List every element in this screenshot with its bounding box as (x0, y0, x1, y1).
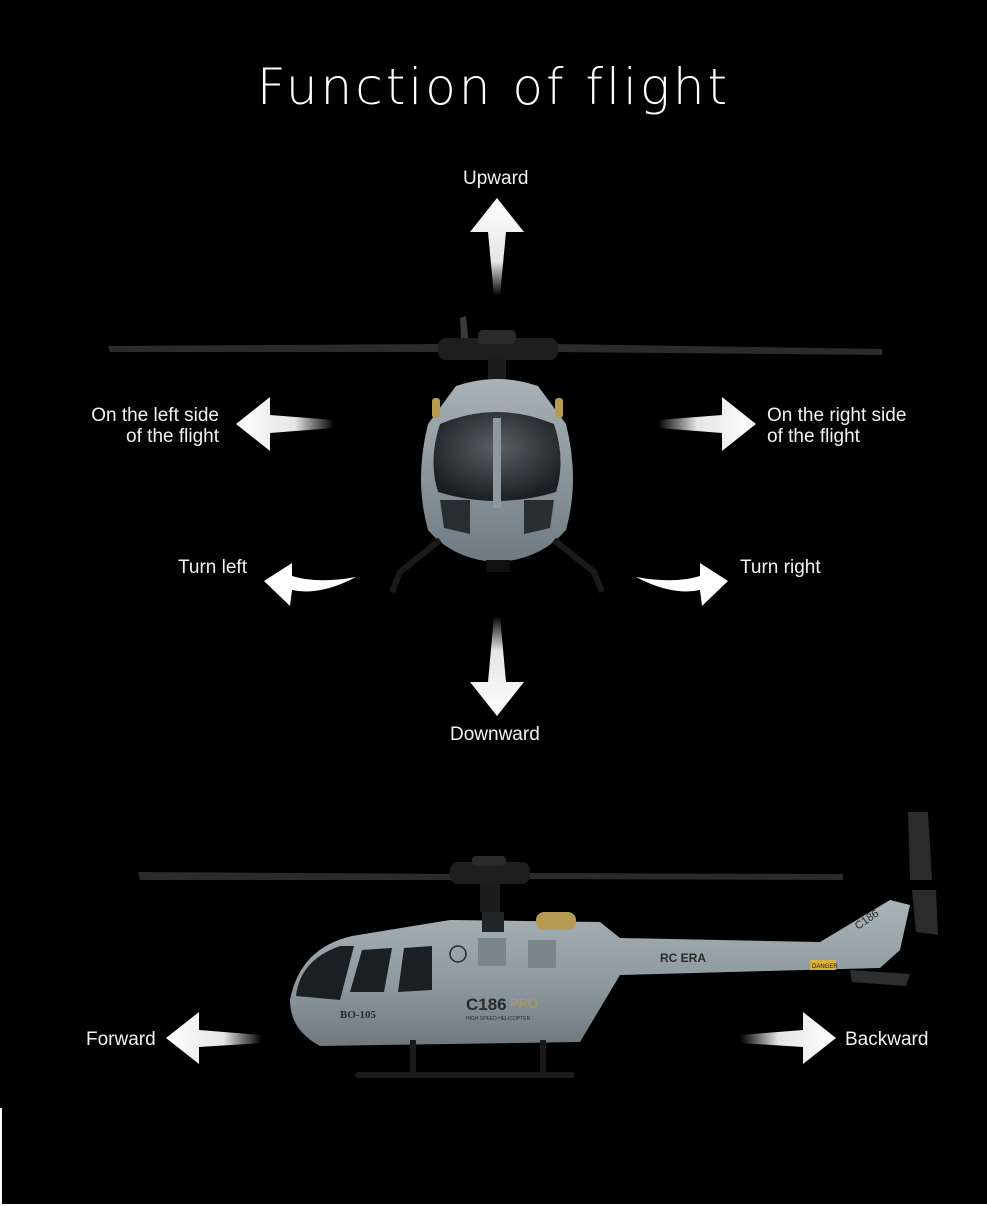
helicopter-side-view: RC ERA C186 PRO HIGH SPEED HELICOPTER BO… (138, 812, 938, 1078)
helicopter-front-view (108, 316, 882, 594)
marking-model-suffix: PRO (510, 996, 538, 1011)
label-right-side: On the right side of the flight (767, 405, 906, 447)
label-downward: Downward (450, 724, 540, 745)
arrow-left-icon (236, 397, 334, 451)
marking-danger: DANGER (812, 964, 838, 970)
label-left-side: On the left side of the flight (60, 405, 219, 447)
label-left-side-line1: On the left side (91, 405, 219, 426)
marking-nose-code: BO-105 (340, 1009, 377, 1021)
label-backward: Backward (845, 1029, 929, 1050)
label-upward: Upward (463, 168, 529, 189)
label-forward: Forward (86, 1029, 156, 1050)
page-title: Function of flight (256, 58, 731, 116)
label-right-side-line2: of the flight (767, 426, 860, 447)
marking-brand: RC ERA (660, 951, 706, 965)
arrow-up-icon (470, 198, 524, 296)
arrow-down-icon (470, 616, 524, 716)
label-right-side-line1: On the right side (767, 405, 907, 426)
turn-left-icon (264, 563, 356, 606)
label-left-side-line2: of the flight (126, 426, 219, 447)
marking-model: C186 (466, 995, 507, 1014)
arrow-right-icon (658, 397, 756, 451)
turn-right-icon (636, 563, 728, 606)
label-turn-right: Turn right (740, 557, 821, 578)
left-edge-line (0, 1108, 2, 1206)
label-turn-left: Turn left (178, 557, 247, 578)
arrow-forward-icon (166, 1012, 262, 1064)
marking-subtitle: HIGH SPEED HELICOPTER (466, 1016, 531, 1022)
arrow-backward-icon (740, 1012, 836, 1064)
bottom-border (0, 1204, 987, 1206)
